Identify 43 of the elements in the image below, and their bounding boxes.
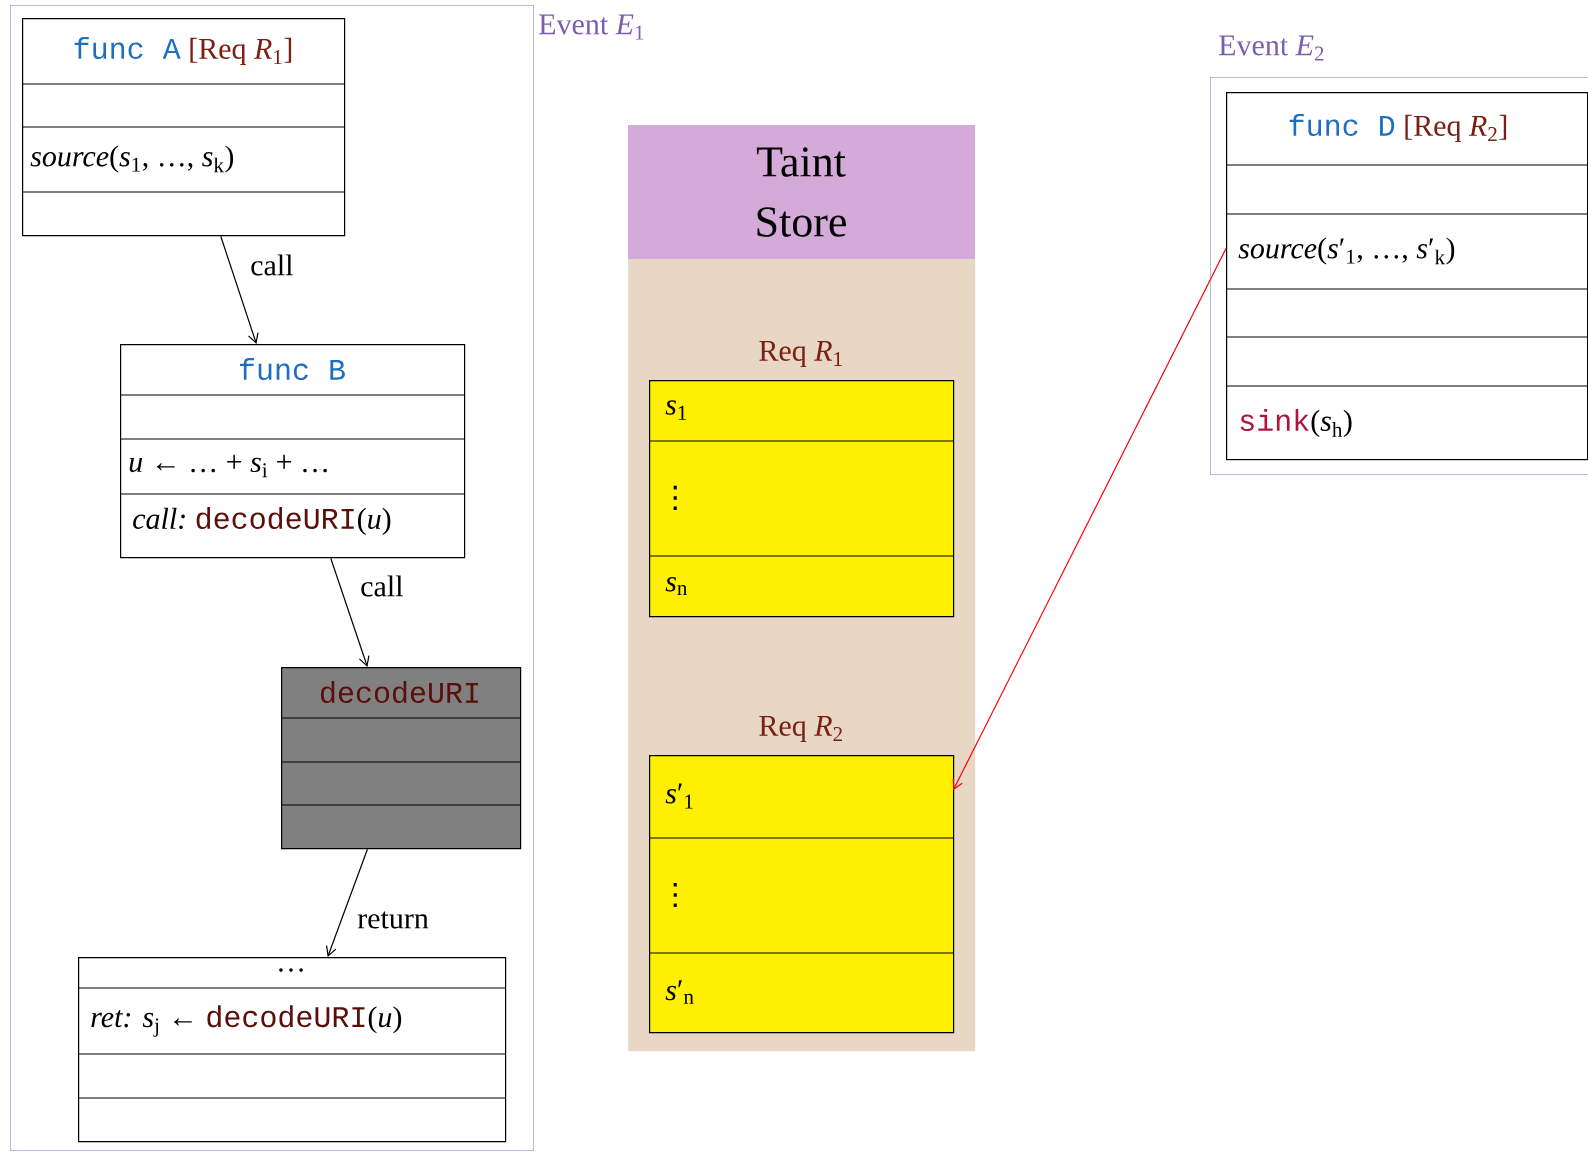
slot-table: [648, 380, 955, 618]
class-box: [280, 667, 522, 850]
slot-label: s$_{n}$: [665, 577, 688, 595]
call-label: call:: [133, 507, 185, 530]
assignment-text: u ← … + s$_{i}$ + …: [129, 454, 327, 478]
function-call: decodeURI: [207, 1005, 365, 1028]
call-argument: (u): [358, 507, 391, 536]
call-argument: (s$_{h}$): [1311, 409, 1352, 438]
arrow: [330, 557, 370, 667]
class-box: [21, 18, 346, 237]
frame-heading: Event E$_{2}$: [1219, 35, 1324, 61]
vertical-ellipsis: ⋮: [673, 882, 677, 908]
function-name: func D: [1289, 113, 1395, 136]
request-label: Req R$_{1}$: [759, 341, 842, 367]
sink-call: sink: [1240, 408, 1309, 431]
arrow: [220, 235, 259, 344]
request-label: Req R$_{2}$: [759, 716, 842, 742]
class-box: [119, 344, 466, 559]
arrow: [325, 848, 369, 957]
slot-label: s$_{1}$: [665, 400, 687, 420]
arrow: [952, 247, 1227, 791]
frame-box: [10, 5, 534, 1151]
request-label: [Req R$_{1}$]: [190, 37, 292, 66]
class-box: [77, 957, 507, 1143]
request-label: [Req R$_{2}$]: [1405, 114, 1507, 143]
slot-label: s′$_{n}$: [665, 980, 694, 1004]
frame-heading: Event E$_{1}$: [539, 14, 644, 40]
edge-label: call: [251, 254, 293, 276]
edge-label: call: [361, 575, 403, 597]
source-call: source(s′$_{1}$, …, s′$_{k}$): [1238, 237, 1455, 265]
call-argument: (u): [368, 1006, 402, 1034]
function-name: decodeURI: [321, 680, 478, 704]
function-name: func A: [74, 36, 181, 59]
store-heading: Taint Store: [756, 147, 846, 237]
function-call: decodeURI: [196, 506, 354, 530]
return-label: ret: s$_{j}$ ←: [91, 1010, 192, 1037]
vertical-ellipsis: ⋮: [673, 485, 677, 511]
source-call: source(s$_{1}$, …, s$_{k}$): [30, 145, 234, 173]
slot-label: s′$_{1}$: [665, 783, 693, 809]
function-name: func B: [240, 358, 345, 380]
ellipsis: …: [279, 968, 303, 972]
slot-table: [648, 755, 955, 1034]
edge-label: return: [357, 911, 429, 929]
